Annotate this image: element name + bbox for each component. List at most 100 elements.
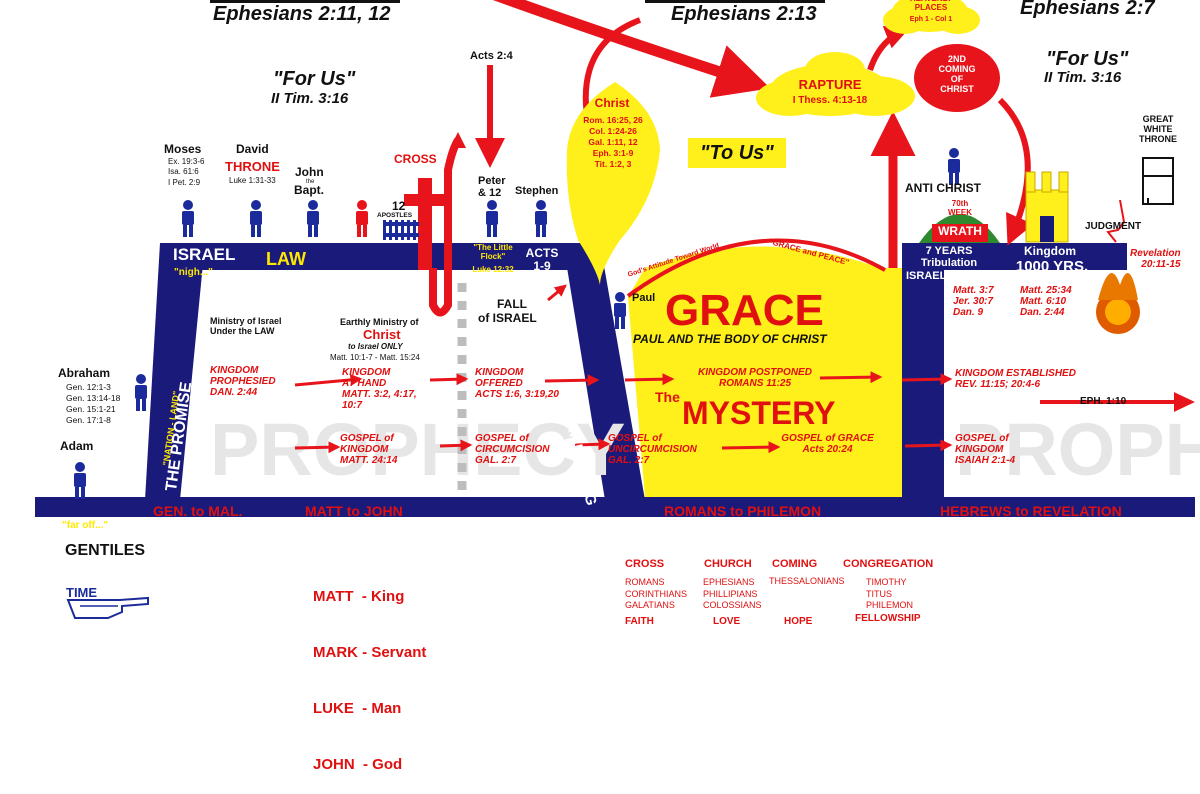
header-line-left <box>210 0 400 3</box>
romans-158: Romans 15:8 <box>322 521 391 533</box>
little-flock-ref: Luke 12:32 <box>472 265 514 274</box>
books-cross: ROMANS CORINTHIANS GALATIANS <box>625 577 688 611</box>
john-label: John <box>295 165 324 179</box>
israel-label-top: ISRAEL <box>173 245 236 264</box>
week-line1: 70th <box>951 199 969 208</box>
week-line2: WEEK <box>948 208 972 217</box>
revelation-ref: Revelation 20:11-15 <box>1130 248 1181 270</box>
the-label: The <box>655 389 680 405</box>
judgment-label: JUDGMENT <box>1085 221 1142 232</box>
moses-label: Moses <box>164 142 202 156</box>
paul-label: Paul <box>632 292 656 304</box>
books-faith: FAITH <box>625 616 654 627</box>
kingdom-1000-years: 1000 YRS. <box>1015 258 1089 275</box>
cross-figure <box>404 178 446 270</box>
ref-ephesians-211: Ephesians 2:11, 12 <box>213 3 391 25</box>
heavenly-places-ref: Eph 1 - Col 1 <box>909 16 953 23</box>
apostles-label: APOSTLES <box>377 212 413 219</box>
kingdom-postponed: KINGDOM POSTPONED ROMANS 11:25 <box>698 367 812 389</box>
abraham-refs: Gen. 12:1-3 Gen. 13:14-18 Gen. 15:1-21 G… <box>66 382 121 426</box>
heavenly-places-title: HEAVENLY PLACES <box>910 0 952 12</box>
wrath-label: WRATH <box>938 224 982 238</box>
romans-1113: Romans 11:13 <box>727 521 801 533</box>
paul-body-label: PAUL AND THE BODY OF CHRIST <box>633 332 827 346</box>
kingdom-at-hand: KINGDOM AT HAND MATT. 3:2, 4:17, 10:7 <box>342 367 417 411</box>
kingdom-established: KINGDOM ESTABLISHED REV. 11:15; 20:4-6 <box>955 368 1076 390</box>
christ-figure <box>356 200 368 237</box>
great-white-throne-icon <box>1142 157 1174 205</box>
gospel-uncircumcision: GOSPEL of UNCIRCUMCISION GAL. 2:7 <box>608 433 697 466</box>
header-line-mid <box>645 0 825 3</box>
anti-christ-label: ANTI CHRIST <box>905 181 981 195</box>
acts-24-label: Acts 2:4 <box>470 50 513 62</box>
second-coming-label: 2ND COMING OF CHRIST <box>938 54 976 94</box>
gospel-luke: LUKE - Man <box>313 700 402 717</box>
books-coming: THESSALONIANS <box>769 576 845 586</box>
books-fellowship: FELLOWSHIP <box>855 613 921 624</box>
kingdom-offered: KINGDOM OFFERED ACTS 1:6, 3:19,20 <box>475 367 559 400</box>
rapture-ref: I Thess. 4:13-18 <box>792 95 868 106</box>
second-coming-arrow <box>997 97 1034 246</box>
books-love: LOVE <box>713 616 741 627</box>
far-off-label: "far off..." <box>62 520 109 531</box>
christ-balloon-refs: Rom. 16:25, 26 Col. 1:24-26 Gal. 1:11, 1… <box>583 115 643 170</box>
cross-ascent-arrow <box>429 137 462 317</box>
grace-arch <box>626 238 886 298</box>
peter-label: Peter & 12 <box>478 175 506 200</box>
christ-balloon-title: Christ <box>594 96 630 110</box>
acts-1-9-label: ACTS 1-9 <box>525 246 559 274</box>
kingdom-refs: Matt. 25:34 Matt. 6:10 Dan. 2:44 <box>1020 285 1072 318</box>
twelve-apostles <box>383 220 419 240</box>
dispensational-chart: PROPHECY PROPHECY <box>35 0 1200 773</box>
gospels-list: MATT - King MARK - Servant LUKE - Man JO… <box>313 550 426 794</box>
books-head-coming: COMING <box>772 558 818 570</box>
david-ref: Luke 1:31-33 <box>229 176 276 185</box>
law-label: LAW <box>266 249 306 269</box>
adam-label: Adam <box>60 439 94 453</box>
time-label: TIME <box>66 585 98 600</box>
second-coming-badge <box>914 44 1000 112</box>
kingdom-label: Kingdom <box>1024 244 1076 258</box>
david-label: David <box>236 142 269 156</box>
matt-to-john: MATT to JOHN <box>305 503 403 519</box>
acts-28: ACTS 28 <box>595 519 645 533</box>
earthly-christ-label: Christ <box>363 327 401 342</box>
gospel-kingdom-isaiah: GOSPEL of KINGDOM ISAIAH 2:1-4 <box>955 433 1016 466</box>
rapture-label: RAPTURE <box>798 77 862 92</box>
mystery-label: MYSTERY <box>682 395 836 431</box>
gospel-mark: MARK - Servant <box>313 643 427 661</box>
gen-to-mal: GEN. to MAL. <box>153 503 243 519</box>
apostles-count: 12 <box>392 199 406 213</box>
books-head-cross: CROSS <box>625 558 665 570</box>
fall-of-israel-label: of ISRAEL <box>478 311 537 325</box>
little-flock-text: "The Little Flock" <box>473 243 513 261</box>
books-hope: HOPE <box>784 616 813 627</box>
chart-graphics: PROPHECY PROPHECY <box>35 0 1200 619</box>
stephen-label: Stephen <box>515 185 559 197</box>
for-us-right: "For Us" <box>1046 48 1129 70</box>
moses-refs: Ex. 19:3-6 Isa. 61:6 I Pet. 2:9 <box>168 157 205 187</box>
earthly-ministry-label: Earthly Ministry of <box>340 317 419 327</box>
tribulation-refs: Matt. 3:7 Jer. 30:7 Dan. 9 <box>953 285 994 318</box>
romans-1: Romans 1 <box>182 521 235 533</box>
david-throne: THRONE <box>225 159 280 174</box>
prophecy-watermark-right: PROPHECY <box>955 408 1200 491</box>
ref-ephesians-27: Ephesians 2:7 <box>1020 0 1155 19</box>
ref-ephesians-213: Ephesians 2:13 <box>671 3 817 25</box>
row-arrows <box>294 284 953 454</box>
for-us-right-ref: II Tim. 3:16 <box>1044 69 1122 86</box>
dispensation-frame <box>35 243 1195 517</box>
john-sub: the <box>306 179 315 185</box>
christ-balloon <box>566 82 660 285</box>
to-us-label: "To Us" <box>688 138 786 168</box>
gospel-grace: GOSPEL of GRACE Acts 20:24 <box>781 433 874 455</box>
abraham-label: Abraham <box>58 366 111 380</box>
ministry-law-label: Ministry of Israel Under the LAW <box>210 316 282 336</box>
for-us-left-ref: II Tim. 3:16 <box>271 90 349 107</box>
rapture-cloud <box>756 52 915 116</box>
gospel-kingdom-matt: GOSPEL of KINGDOM MATT. 24:14 <box>340 433 398 466</box>
kingdom-prophesied: KINGDOM PROPHESIED DAN. 2:44 <box>210 365 276 398</box>
books-head-congregation: CONGREGATION <box>843 558 934 570</box>
israel-label-right: ISRAEL <box>906 270 947 282</box>
grace-label: GRACE <box>665 286 824 335</box>
